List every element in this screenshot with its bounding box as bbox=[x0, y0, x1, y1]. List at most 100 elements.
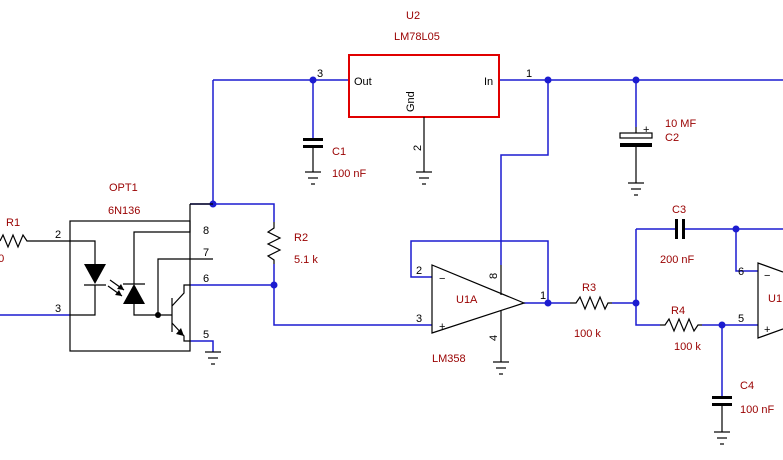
u1a-pin-1: 1 bbox=[540, 290, 546, 302]
wire-vin-to-u1 bbox=[500, 80, 549, 265]
c1-value: 100 nF bbox=[332, 168, 367, 180]
u1a-pin-4: 4 bbox=[488, 335, 500, 341]
opt1-value: 6N136 bbox=[108, 205, 140, 217]
u2-pin-gnd-label: Gnd bbox=[405, 91, 417, 112]
opt1-ref: OPT1 bbox=[109, 182, 138, 194]
r4-ref: R4 bbox=[671, 305, 685, 317]
optocoupler-opt1: OPT1 6N136 2 3 8 7 6 bbox=[55, 182, 221, 365]
c1-ref: C1 bbox=[332, 146, 346, 158]
r1-value: 30 bbox=[0, 253, 4, 265]
u1a-triangle bbox=[431, 264, 526, 334]
wire-r2-bottom bbox=[273, 264, 432, 326]
u1b-plus: + bbox=[764, 324, 770, 336]
junction bbox=[632, 76, 640, 84]
photodiode-icon bbox=[123, 284, 145, 304]
r2-zigzag bbox=[266, 222, 282, 264]
regulator-u2: U2 LM78L05 Out In Gnd 3 1 2 bbox=[317, 10, 532, 185]
r3-ref: R3 bbox=[582, 282, 596, 294]
wire-opt-pin5 bbox=[190, 340, 214, 352]
opt1-pin-5: 5 bbox=[203, 329, 209, 341]
u2-ref: U2 bbox=[406, 10, 420, 22]
c3-value: 200 nF bbox=[660, 254, 695, 266]
capacitor-c1: C1 100 nF bbox=[303, 138, 367, 185]
resistor-r3: R3 100 k bbox=[570, 282, 612, 340]
capacitor-c3: C3 200 nF bbox=[660, 204, 695, 266]
opt1-pin7-internal bbox=[157, 258, 190, 315]
u1a-value: LM358 bbox=[432, 353, 466, 365]
resistor-r2: R2 5.1 k bbox=[266, 222, 318, 266]
transistor-collector bbox=[171, 284, 190, 307]
opt1-pin-6: 6 bbox=[203, 273, 209, 285]
u1a-pin-3: 3 bbox=[416, 313, 422, 325]
wire-c3-branch bbox=[635, 229, 660, 326]
wire-u1a-feedback bbox=[410, 240, 549, 303]
u1b-minus: − bbox=[764, 270, 770, 282]
opt1-pin-8: 8 bbox=[203, 225, 209, 237]
u2-pin-gnd-num: 2 bbox=[412, 145, 424, 151]
r3-zigzag bbox=[570, 295, 612, 311]
opt1-pin-2: 2 bbox=[55, 229, 61, 241]
opt1-pin-3: 3 bbox=[55, 303, 61, 315]
r4-zigzag bbox=[660, 317, 702, 333]
u2-pin-out-num: 3 bbox=[317, 68, 323, 80]
u2-value: LM78L05 bbox=[394, 31, 440, 43]
opt1-photodiode-to-base bbox=[133, 304, 172, 316]
junction bbox=[544, 76, 552, 84]
junction bbox=[632, 299, 640, 307]
u2-pin-in-num: 1 bbox=[526, 68, 532, 80]
transistor-emitter bbox=[171, 322, 190, 342]
junction bbox=[309, 76, 317, 84]
c2-polarity: + bbox=[643, 124, 649, 136]
r2-ref: R2 bbox=[294, 232, 308, 244]
c4-plate-bottom bbox=[712, 403, 732, 406]
junction bbox=[544, 299, 552, 307]
u1b-pin-6: 6 bbox=[738, 266, 744, 278]
light-arrow-icon bbox=[107, 279, 125, 297]
c2-value: 10 MF bbox=[665, 118, 696, 130]
c2-ref: C2 bbox=[665, 132, 679, 144]
resistor-r1: R1 30 bbox=[0, 217, 70, 265]
opt1-led-anode-lead bbox=[70, 240, 96, 264]
led-icon bbox=[84, 264, 106, 284]
opt1-pin8-internal bbox=[133, 204, 191, 284]
junction bbox=[270, 281, 278, 289]
ground-icon bbox=[205, 351, 221, 365]
u2-pin-in-label: In bbox=[484, 76, 493, 88]
c1-plate-top bbox=[303, 138, 323, 141]
c2-plate-bottom bbox=[620, 143, 652, 147]
ground-icon bbox=[628, 182, 644, 196]
junction bbox=[732, 225, 740, 233]
r4-value: 100 k bbox=[674, 341, 701, 353]
u1a-ref: U1A bbox=[456, 294, 478, 306]
resistor-r4: R4 100 k bbox=[660, 305, 702, 353]
wire-u1b-feedback bbox=[735, 229, 758, 272]
c4-ref: C4 bbox=[740, 380, 754, 392]
opt1-pin-7: 7 bbox=[203, 247, 209, 259]
c1-plate-bottom bbox=[303, 145, 323, 148]
junction bbox=[718, 321, 726, 329]
r3-value: 100 k bbox=[574, 328, 601, 340]
u1a-plus: + bbox=[439, 321, 445, 333]
opamp-u1a: − + U1A LM358 2 3 1 8 4 bbox=[416, 264, 546, 375]
transistor-emitter-arrow bbox=[176, 328, 184, 336]
u1b-triangle bbox=[757, 262, 783, 339]
wire-opt-pin8 bbox=[190, 203, 275, 222]
c4-value: 100 nF bbox=[740, 404, 775, 416]
capacitor-c2: + 10 MF C2 bbox=[619, 118, 696, 196]
opt1-body bbox=[69, 220, 191, 352]
c3-plate-right bbox=[682, 219, 685, 239]
c4-plate-top bbox=[712, 396, 732, 399]
c3-plate-left bbox=[675, 219, 678, 239]
ground-icon bbox=[305, 171, 321, 185]
capacitor-c4: C4 100 nF bbox=[712, 380, 775, 445]
u1b-pin-5: 5 bbox=[738, 313, 744, 325]
r2-value: 5.1 k bbox=[294, 254, 318, 266]
u1a-pin-8: 8 bbox=[488, 273, 500, 279]
ground-icon bbox=[714, 431, 730, 445]
ground-icon bbox=[493, 361, 509, 375]
r1-ref: R1 bbox=[6, 217, 20, 229]
opt1-led-cathode-lead bbox=[70, 285, 96, 316]
u1b-ref: U1 bbox=[768, 293, 782, 305]
u2-pin-out-label: Out bbox=[354, 76, 372, 88]
ground-icon bbox=[416, 171, 432, 185]
